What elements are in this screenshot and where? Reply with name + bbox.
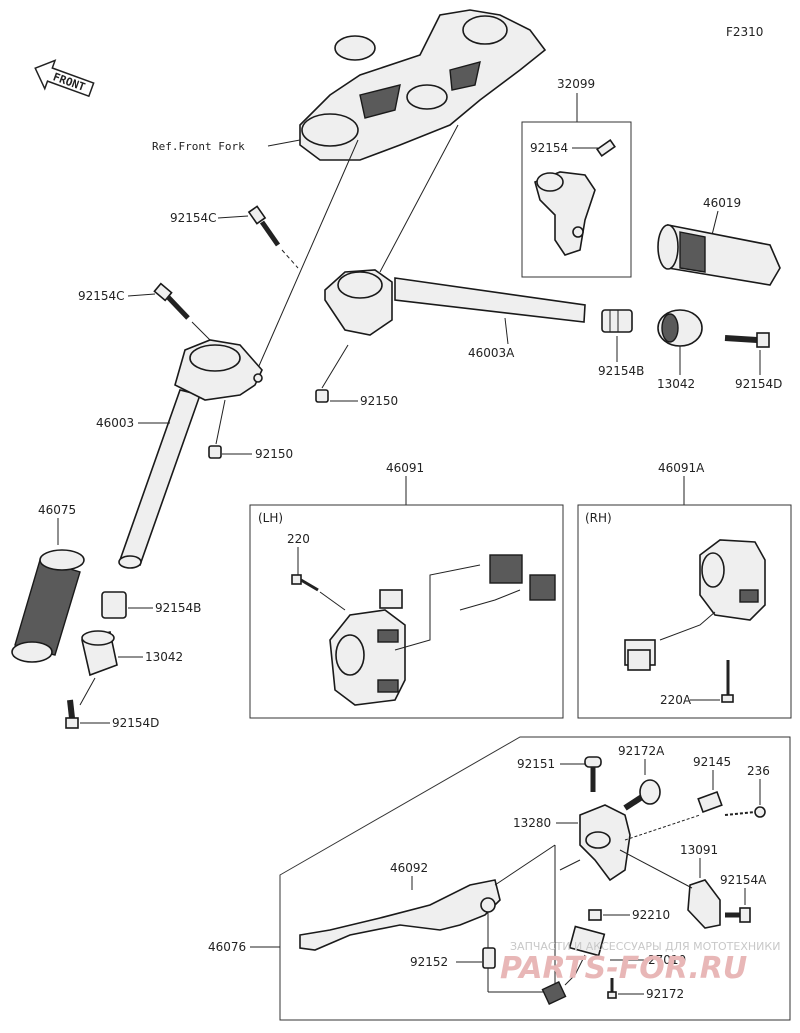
label-13042-r: 13042: [657, 377, 695, 391]
handlebar-right: [324, 269, 586, 336]
clutch-lever-46092: [299, 879, 501, 951]
label-92172: 92172: [646, 987, 684, 1001]
label-92152: 92152: [410, 955, 448, 969]
label-92154C-b: 92154C: [78, 289, 125, 303]
label-46091A: 46091A: [658, 461, 705, 475]
label-13091: 13091: [680, 843, 718, 857]
bar-end-insert-right: [601, 309, 633, 333]
box-lh-switch: [249, 504, 564, 719]
box-rh-label: (RH): [585, 511, 612, 525]
bolt-92151: [584, 756, 602, 792]
adjuster-92172A: [623, 779, 661, 811]
label-92154D-l: 92154D: [112, 716, 159, 730]
triple-clamp: [299, 9, 547, 161]
label-13042-l: 13042: [145, 650, 183, 664]
collar-92152: [482, 947, 496, 969]
label-92154A: 92154A: [720, 873, 767, 887]
label-92172A: 92172A: [618, 744, 665, 758]
label-32099: 32099: [557, 77, 595, 91]
right-switch-housing: [624, 539, 766, 703]
bar-end-weight-right: [657, 309, 703, 347]
clutch-switch-27010: [541, 925, 606, 1005]
watermark-logo: PARTS-FOR.RU: [500, 951, 747, 986]
label-236: 236: [747, 764, 770, 778]
label-46003: 46003: [96, 416, 134, 430]
label-92154C-a: 92154C: [170, 211, 217, 225]
label-92154: 92154: [530, 141, 568, 155]
figure-code: F2310: [726, 25, 763, 39]
box-32099: [521, 121, 632, 278]
bolt-92150-a: [315, 389, 329, 403]
label-92154B-r: 92154B: [598, 364, 644, 378]
label-27010: 27010: [648, 953, 686, 967]
bolt-92154D-r: [724, 332, 770, 348]
bolt-92154C-b: [153, 282, 190, 320]
label-46003A: 46003A: [468, 346, 515, 360]
nut-92210: [588, 909, 602, 921]
label-220: 220: [287, 532, 310, 546]
label-92145: 92145: [693, 755, 731, 769]
left-grip: [11, 549, 85, 663]
lever-holder-13280: [579, 804, 631, 882]
watermark-text: ЗАПЧАСТИ И АКСЕССУАРЫ ДЛЯ МОТОТЕХНИКИ: [510, 940, 780, 953]
bolt-92154D-l: [65, 699, 79, 729]
label-46091: 46091: [386, 461, 424, 475]
screw-220: [291, 574, 319, 592]
label-46019: 46019: [703, 196, 741, 210]
handlebar-left: [118, 339, 263, 569]
label-92154B-l: 92154B: [155, 601, 201, 615]
label-92154D-r: 92154D: [735, 377, 782, 391]
clamp-13091: [687, 879, 721, 929]
screw-92172: [607, 978, 617, 999]
front-arrow-icon: FRONT: [34, 59, 95, 98]
bolt-92154C-a: [247, 205, 281, 247]
label-92151: 92151: [517, 757, 555, 771]
label-46076: 46076: [208, 940, 246, 954]
bolt-92154A: [725, 907, 751, 923]
label-220A: 220A: [660, 693, 692, 707]
label-92150-b: 92150: [255, 447, 293, 461]
throttle-grip: [657, 224, 781, 286]
label-92150-a: 92150: [360, 394, 398, 408]
box-lh-label: (LH): [258, 511, 283, 525]
label-92210: 92210: [632, 908, 670, 922]
label-46075: 46075: [38, 503, 76, 517]
bar-end-insert-left: [101, 591, 127, 619]
bar-end-weight-left: [81, 630, 118, 677]
ref-front-fork-label: Ref.Front Fork: [152, 140, 245, 153]
left-switch-housing: [329, 554, 556, 706]
box-rh-switch: [577, 504, 792, 719]
bolt-92150-b: [208, 445, 222, 459]
screw-236: [724, 806, 766, 818]
reservoir-bracket: [534, 139, 616, 256]
label-13280: 13280: [513, 816, 551, 830]
spring-92145: [697, 790, 723, 814]
box-clutch-lever: [279, 736, 791, 1021]
label-46092: 46092: [390, 861, 428, 875]
